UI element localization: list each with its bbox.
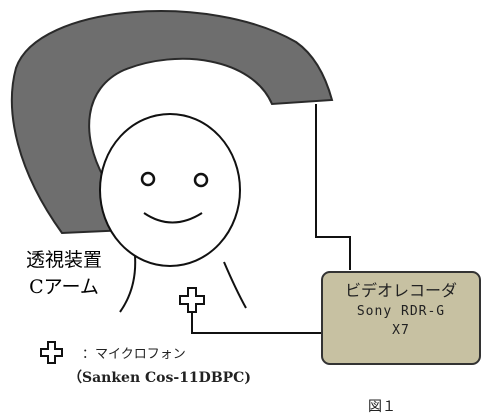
legend-description: ：マイクロフォン bbox=[82, 347, 186, 362]
legend-microphone-cross-icon bbox=[40, 341, 63, 364]
recorder-model-line2: X7 bbox=[392, 323, 410, 338]
microphone-cross-icon bbox=[179, 287, 205, 313]
fluoroscopy-device-label: 透視装置 Cアーム bbox=[20, 247, 108, 301]
video-recorder-label: ビデオレコーダ Sony RDR-G X7 bbox=[322, 281, 480, 340]
left-eye bbox=[140, 171, 156, 187]
c-arm-cable bbox=[315, 104, 351, 270]
neck-left bbox=[119, 255, 137, 313]
legend-microphone-model: （Sanken Cos-11DBPC) bbox=[68, 370, 251, 386]
head-outline bbox=[99, 113, 241, 267]
device-label-line1: 透視装置 bbox=[25, 249, 102, 271]
neck-right bbox=[223, 261, 247, 309]
device-label-line2: Cアーム bbox=[29, 276, 99, 298]
video-recorder-box bbox=[321, 271, 481, 365]
right-eye bbox=[193, 172, 209, 188]
recorder-model-line1: Sony RDR-G bbox=[356, 304, 446, 319]
figure-caption: 図１ bbox=[368, 399, 396, 415]
recorder-title: ビデオレコーダ bbox=[344, 281, 457, 300]
c-arm-shape bbox=[10, 10, 334, 235]
microphone-cable bbox=[191, 312, 322, 334]
mouth bbox=[143, 212, 203, 224]
